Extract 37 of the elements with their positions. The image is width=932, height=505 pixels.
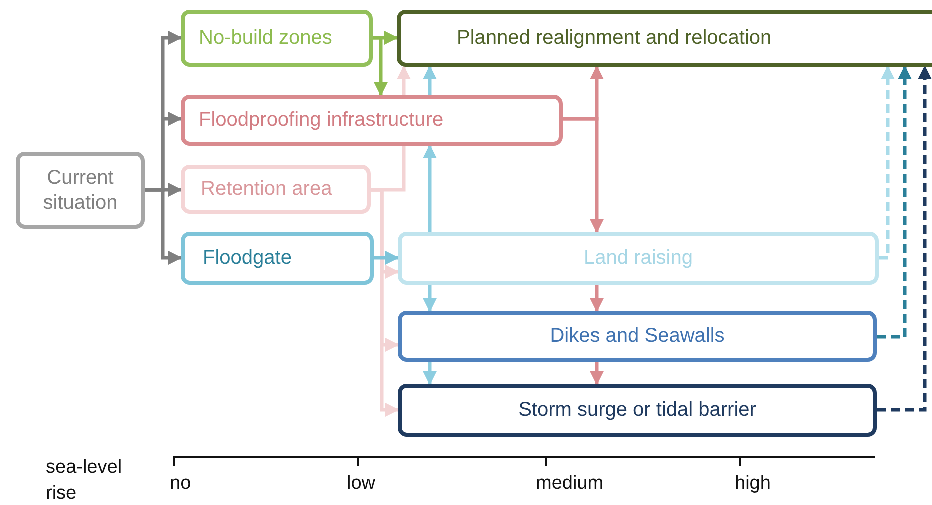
process-box [397,10,932,67]
process-box [181,165,371,214]
box-label: Floodgate [203,246,292,271]
arrow [879,66,895,260]
axis-tick-label: high [735,472,772,496]
arrow [423,285,437,312]
process-box [181,10,373,67]
box-label: No-build zones [199,26,332,51]
axis-tick-label: medium [536,472,605,496]
process-box [181,232,374,285]
arrow [374,251,400,265]
box-label: Floodproofing infrastructure [199,108,444,133]
box-label: Current situation [42,166,119,216]
arrow [145,188,182,265]
arrow [423,144,437,232]
axis-title: sea-level rise [46,456,124,505]
box-label: Land raising [584,246,693,271]
process-box [398,384,877,437]
arrow [563,117,604,234]
arrow [423,66,437,95]
process-box [398,232,879,285]
arrow [877,66,932,412]
arrow [590,285,604,312]
arrow [590,362,604,386]
box-label: Retention area [201,177,332,202]
axis-tick-label: low [347,472,377,496]
process-box [398,311,877,362]
axis-tick-label: no [170,472,192,496]
arrow [373,36,388,96]
arrow [423,362,437,386]
box-label: Storm surge or tidal barrier [518,398,756,423]
arrow [397,66,411,95]
box-label: Dikes and Seawalls [550,324,725,349]
box-label: Planned realignment and relocation [457,26,772,51]
process-box [181,95,563,146]
process-box [16,152,145,229]
arrow [877,66,912,339]
